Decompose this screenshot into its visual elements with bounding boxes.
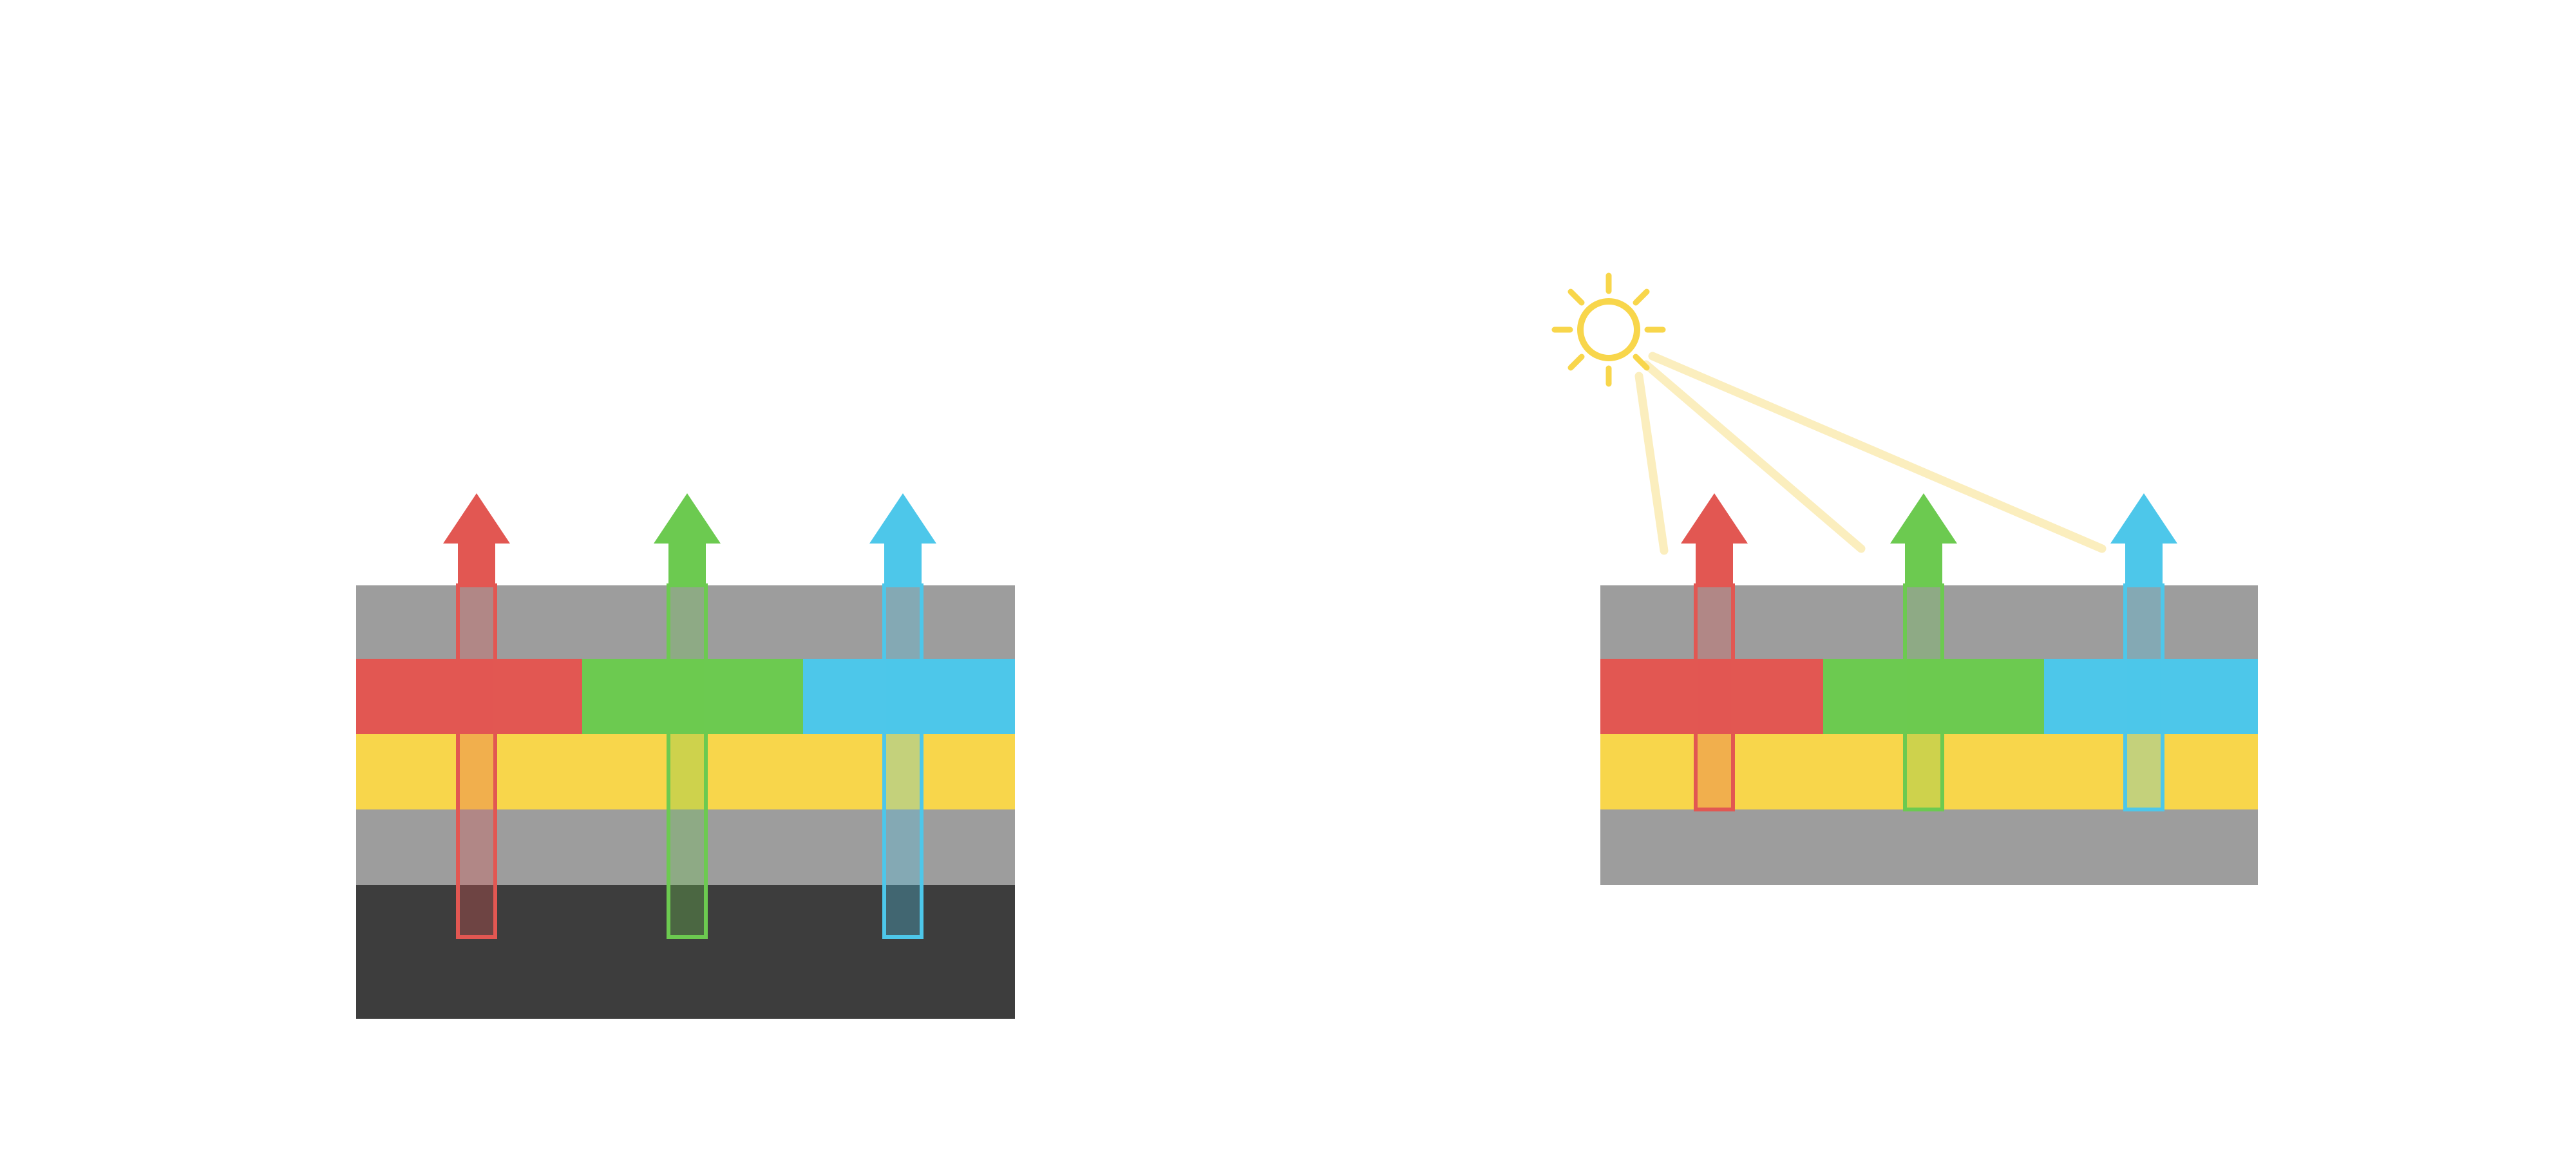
right-color-filter-green-segment	[1823, 659, 2044, 734]
right-green-arrow-shaft	[1903, 583, 1944, 811]
right-red-arrow-icon	[1681, 493, 1748, 585]
left-red-arrow-shaft	[456, 583, 497, 939]
right-lower-gray-layer	[1600, 809, 2258, 885]
left-color-filter-green-segment	[582, 659, 803, 734]
sun-ray	[1633, 288, 1650, 306]
left-stack-diagram	[356, 493, 1015, 1019]
left-green-arrow-shaft	[667, 583, 708, 939]
right-yellow-layer	[1600, 734, 2258, 809]
sun-ray	[1567, 354, 1585, 371]
left-red-arrow-icon	[443, 493, 510, 585]
left-green-arrow-icon	[654, 493, 721, 585]
right-color-filter-cyan-segment	[2044, 659, 2258, 734]
sun-ray	[1567, 288, 1585, 306]
sun-beam-3	[1648, 352, 2107, 553]
right-green-arrow-icon	[1890, 493, 1957, 585]
right-cyan-arrow-shaft	[2123, 583, 2164, 811]
sun-beam-2	[1642, 360, 1866, 553]
right-red-arrow-shaft	[1694, 583, 1735, 811]
sun-circle	[1577, 298, 1640, 361]
left-cyan-arrow-icon	[869, 493, 936, 585]
sun-beam-1	[1634, 372, 1669, 555]
sun-ray	[1633, 354, 1650, 371]
sun-icon	[1551, 272, 1666, 387]
right-color-filter-red-segment	[1600, 659, 1823, 734]
left-cyan-arrow-shaft	[882, 583, 923, 939]
left-top-gray-layer	[356, 585, 1015, 659]
left-color-filter-cyan-segment	[803, 659, 1015, 734]
left-color-filter-red-segment	[356, 659, 582, 734]
right-stack-diagram	[1551, 272, 2258, 885]
left-yellow-layer	[356, 734, 1015, 809]
right-top-gray-layer	[1600, 585, 2258, 659]
left-lower-gray-layer	[356, 809, 1015, 885]
left-dark-bottom-layer	[356, 885, 1015, 1019]
right-cyan-arrow-icon	[2110, 493, 2177, 585]
